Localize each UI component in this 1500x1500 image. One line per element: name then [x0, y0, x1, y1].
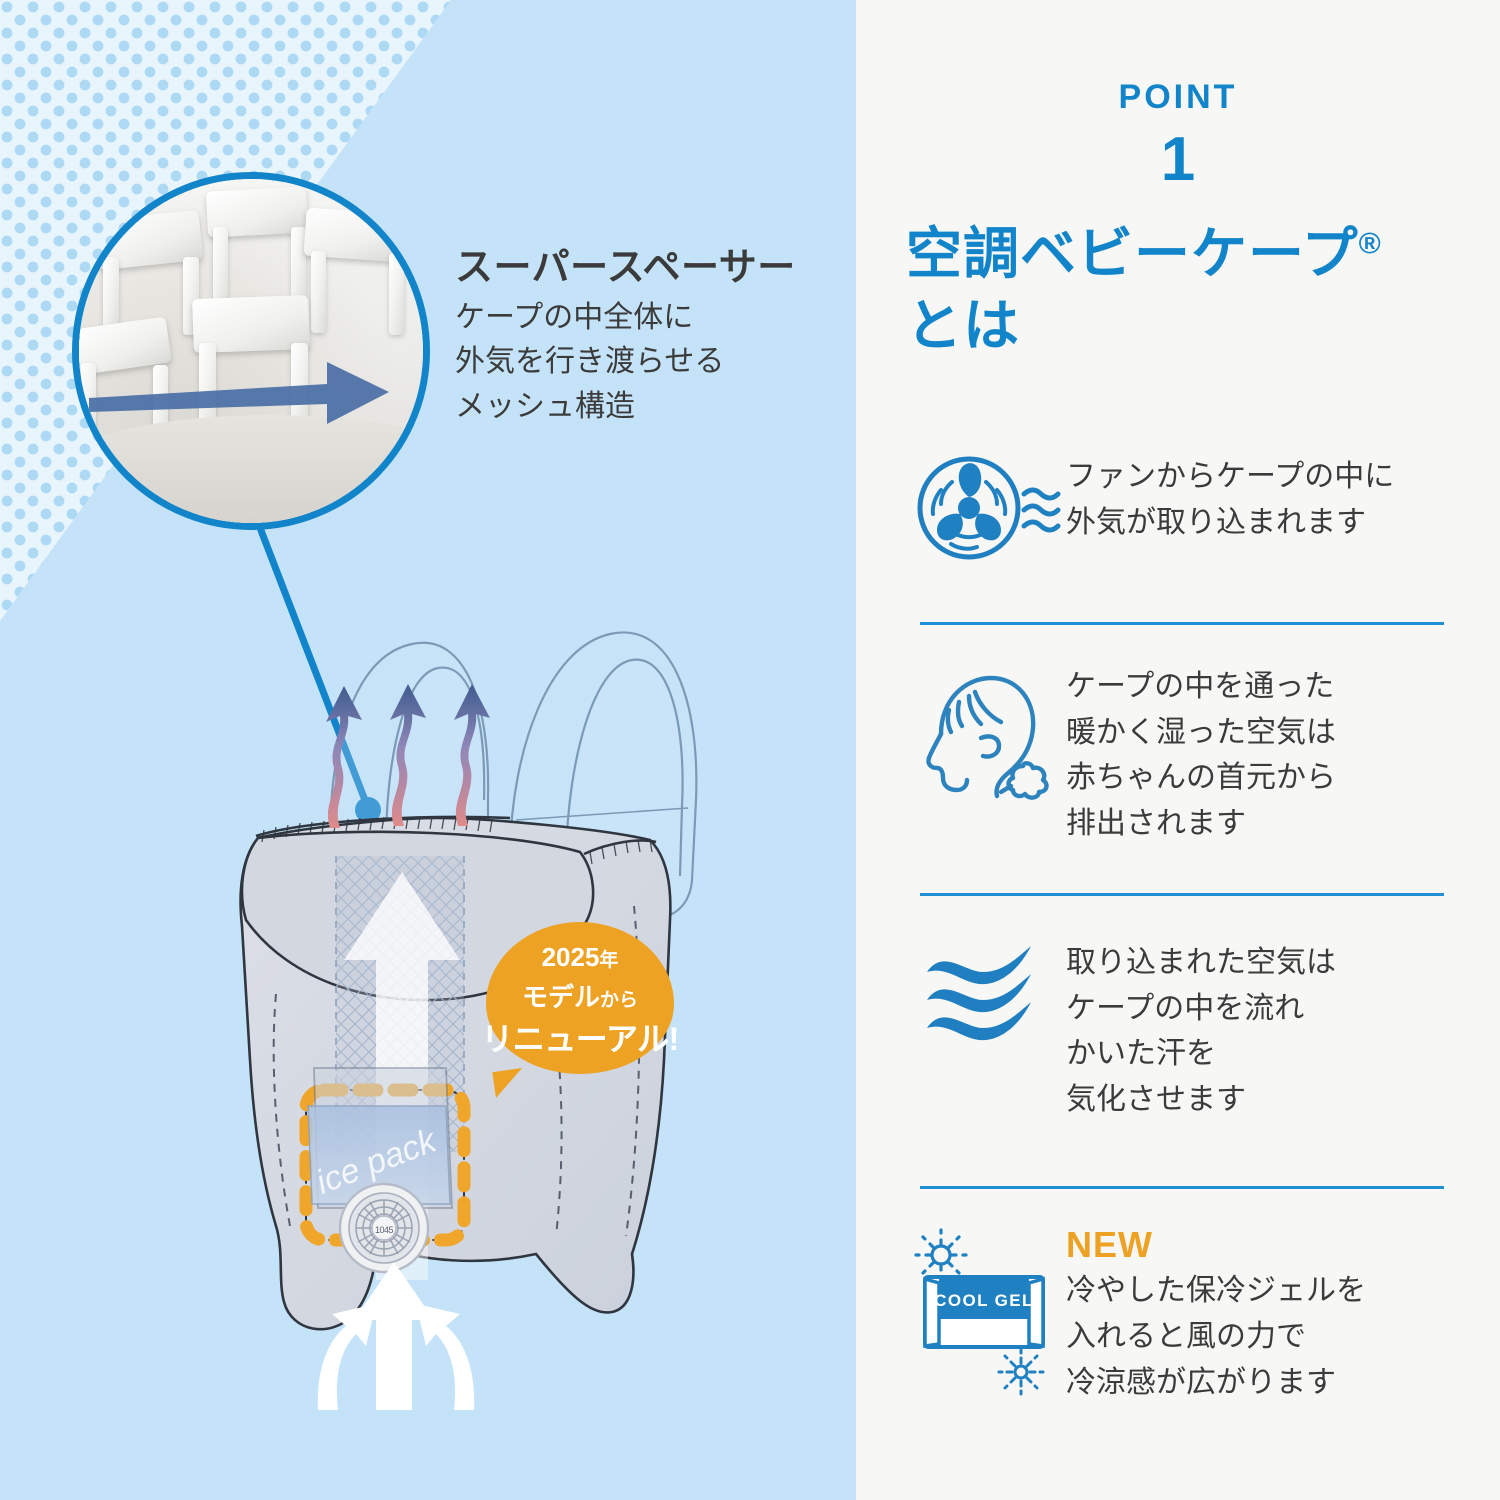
- divider-3: [920, 1186, 1444, 1189]
- renewal-balloon: 2025年 モデルから リニューアル!: [481, 922, 679, 1074]
- spacer-body-line-1: ケープの中全体に: [455, 301, 694, 334]
- cape-illustration: ice pack 1045: [180, 590, 740, 1420]
- feature-item-fan: ファンからケープの中に 外気が取り込まれます: [906, 452, 1466, 564]
- ice-pack-pocket: ice pack: [299, 1067, 471, 1247]
- spacer-body-line-3: メッシュ構造: [455, 389, 635, 423]
- spacer-callout-body: ケープの中全体に 外気を行き渡らせる メッシュ構造: [455, 296, 724, 429]
- feature-cool-gel-text: NEW 冷やした保冷ジェルを 入れると風の力で 冷涼感が広がります: [1066, 1222, 1366, 1405]
- feature-3-line-1: 入れると風の力で: [1066, 1320, 1306, 1354]
- left-illustration-panel: ice pack 1045: [0, 0, 856, 1500]
- divider-1: [920, 622, 1444, 625]
- feature-airflow-text: 取り込まれた空気は ケープの中を流れ かいた汗を 気化させます: [1066, 938, 1336, 1122]
- balloon-line-2: モデルから: [521, 982, 639, 1012]
- feature-1-line-2: 赤ちゃんの首元から: [1066, 761, 1336, 795]
- feature-0-line-0: ファンからケープの中に: [1066, 460, 1395, 493]
- feature-2-line-0: 取り込まれた空気は: [1066, 946, 1336, 979]
- balloon-line-1: 2025年: [541, 942, 619, 972]
- point-label: POINT: [1118, 78, 1238, 116]
- fan-icon: [906, 452, 1066, 564]
- right-content-panel: POINT 1 空調ベビーケープ® とは: [856, 0, 1500, 1500]
- svg-text:COOL GEL: COOL GEL: [934, 1291, 1034, 1310]
- feature-2-line-2: かいた汗を: [1066, 1037, 1216, 1071]
- feature-item-cool-gel: COOL GEL NEW 冷やした保冷ジェルを 入れると風の力で 冷涼感が広がり…: [906, 1222, 1466, 1405]
- intake-arrows: [317, 1262, 475, 1410]
- feature-item-exhaust: ケープの中を通った 暖かく湿った空気は 赤ちゃんの首元から 排出されます: [906, 662, 1466, 846]
- feature-2-line-1: ケープの中を流れ: [1066, 991, 1305, 1025]
- airflow-waves-icon: [906, 938, 1066, 1058]
- divider-2: [920, 893, 1444, 896]
- feature-1-line-0: ケープの中を通った: [1066, 670, 1335, 703]
- feature-0-line-1: 外気が取り込まれます: [1066, 505, 1366, 539]
- baby-head-breath-icon: [906, 662, 1066, 812]
- page-title: 空調ベビーケープ® とは: [906, 218, 1382, 361]
- fan-unit: 1045: [338, 1182, 430, 1274]
- feature-1-line-1: 暖かく湿った空気は: [1066, 715, 1336, 749]
- balloon-line-3: リニューアル!: [481, 1021, 679, 1057]
- super-spacer-photo: [72, 172, 430, 530]
- spacer-callout-title: スーパースペーサー: [455, 247, 796, 289]
- feature-item-airflow: 取り込まれた空気は ケープの中を流れ かいた汗を 気化させます: [906, 938, 1466, 1122]
- feature-fan-text: ファンからケープの中に 外気が取り込まれます: [1066, 452, 1394, 545]
- svg-text:1045: 1045: [375, 1225, 394, 1235]
- spacer-body-line-2: 外気を行き渡らせる: [455, 345, 725, 379]
- exhaust-arrows: [326, 684, 490, 828]
- registered-mark: ®: [1358, 227, 1382, 261]
- feature-exhaust-text: ケープの中を通った 暖かく湿った空気は 赤ちゃんの首元から 排出されます: [1066, 662, 1336, 846]
- interior-airflow-arrow: [344, 872, 460, 1150]
- feature-2-line-3: 気化させます: [1066, 1082, 1246, 1116]
- feature-3-line-2: 冷涼感が広がります: [1066, 1365, 1336, 1399]
- headline-line-1: 空調ベビーケープ: [906, 222, 1359, 285]
- feature-1-line-3: 排出されます: [1066, 806, 1246, 840]
- airflow-arrow-photo: [89, 362, 389, 424]
- new-badge: NEW: [1066, 1224, 1153, 1265]
- headline-line-2: とは: [906, 293, 1020, 357]
- feature-3-line-0: 冷やした保冷ジェルを: [1066, 1274, 1366, 1308]
- cool-gel-pack-icon: COOL GEL: [906, 1222, 1066, 1402]
- point-number: 1: [1160, 125, 1196, 194]
